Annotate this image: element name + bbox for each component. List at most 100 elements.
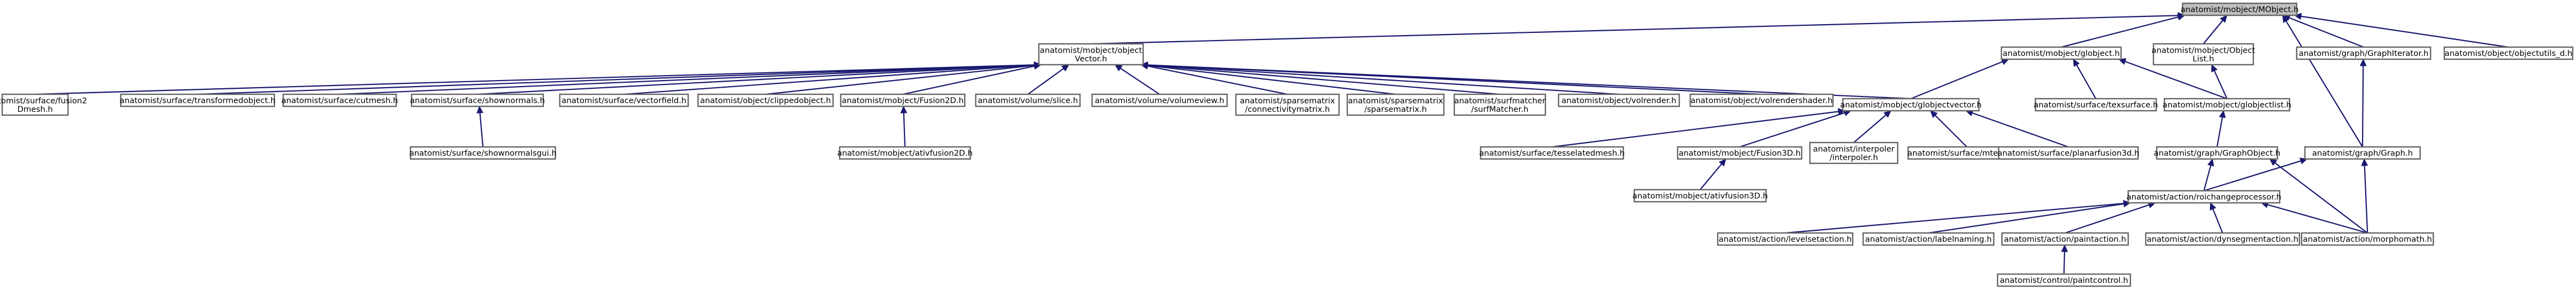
node-clippedobject[interactable]: anatomist/object/clippedobject.h	[697, 93, 834, 107]
node-vectorfield[interactable]: anatomist/surface/vectorfield.h	[559, 93, 689, 107]
node-globjectlist[interactable]: anatomist/mobject/globjectlist.h	[2163, 98, 2292, 112]
arrowhead-graphobject-to-globjectlist	[2219, 110, 2226, 118]
node-box-graph[interactable]	[2304, 146, 2421, 160]
node-volrendershader[interactable]: anatomist/object/volrendershader.h	[1689, 93, 1834, 107]
node-box-morphomath[interactable]	[2301, 232, 2434, 246]
node-objectutils_d[interactable]: anatomist/object/objectutils_d.h	[2443, 46, 2574, 60]
node-box-paintaction[interactable]	[2001, 232, 2129, 246]
node-volumeview[interactable]: anatomist/volume/volumeview.h	[1091, 93, 1228, 107]
node-label-sparsematrix-line-0: anatomist/sparsematrix	[1348, 96, 1443, 105]
node-cutmesh[interactable]: anatomist/surface/cutmesh.h	[282, 93, 398, 107]
node-slice[interactable]: anatomist/volume/slice.h	[975, 93, 1081, 107]
arrowhead-roichangeprocessor-to-graphobject	[2207, 158, 2214, 167]
edge-morphomath-to-roichangeprocessor	[2267, 204, 2368, 234]
arrowhead-objectlist-to-mobject	[2220, 15, 2228, 23]
node-box-paintcontrol[interactable]	[1996, 273, 2131, 287]
node-box-labelnaming[interactable]	[1862, 232, 1995, 246]
node-mobject[interactable]: anatomist/mobject/MObject.h	[2180, 2, 2299, 16]
node-box-globject[interactable]	[2000, 46, 2122, 60]
node-graphobject[interactable]: anatomist/graph/GraphObject.h	[2154, 146, 2281, 160]
node-box-fusion3d[interactable]	[1677, 146, 1803, 160]
node-box-volrendershader[interactable]	[1689, 93, 1834, 107]
node-box-connectivitymatrix[interactable]	[1235, 93, 1340, 116]
edge-shownormals-to-objectvector	[477, 64, 1035, 95]
node-box-volrender[interactable]	[1557, 93, 1680, 107]
node-box-interpolator[interactable]	[1809, 141, 1899, 164]
node-paintaction[interactable]: anatomist/action/paintaction.h	[2001, 232, 2129, 246]
node-ativfusion3d[interactable]: anatomist/mobject/ativfusion3D.h	[1633, 189, 1768, 203]
node-box-sparsematrix[interactable]	[1346, 93, 1445, 116]
node-label-sparsematrix-line-1: /sparsematrix.h	[1364, 105, 1427, 114]
node-graphiterator[interactable]: anatomist/graph/GraphIterator.h	[2296, 46, 2432, 60]
node-sparsematrix[interactable]: anatomist/sparsematrix/sparsematrix.h	[1346, 93, 1445, 116]
node-levelsetaction[interactable]: anatomist/action/levelsetaction.h	[1717, 232, 1854, 246]
node-box-objectvector[interactable]	[1038, 43, 1144, 66]
node-box-objectlist[interactable]	[2152, 43, 2254, 66]
node-label-labelnaming-line-0: anatomist/action/labelnaming.h	[1865, 235, 1992, 244]
node-box-dynsegmentaction[interactable]	[2145, 232, 2301, 246]
node-box-graphobject[interactable]	[2156, 146, 2279, 160]
node-box-clippedobject[interactable]	[697, 93, 834, 107]
node-box-graphiterator[interactable]	[2296, 46, 2432, 60]
node-label-globjectlist-line-0: anatomist/mobject/globjectlist.h	[2163, 101, 2292, 110]
node-box-surfmatcher[interactable]	[1453, 93, 1546, 116]
node-label-graph-line-0: anatomist/graph/Graph.h	[2312, 149, 2412, 158]
node-box-cutmesh[interactable]	[282, 93, 397, 107]
node-transformedobject[interactable]: anatomist/surface/transformedobject.h	[120, 93, 275, 107]
node-shownormalsgui[interactable]: anatomist/surface/shownormalsgui.h	[409, 146, 556, 160]
node-ativfusion2d[interactable]: anatomist/mobject/ativfusion2D.h	[837, 146, 973, 160]
node-roichangeprocessor[interactable]: anatomist/action/roichangeprocessor.h	[2127, 190, 2281, 204]
arrowhead-globjectlist-to-globject	[2118, 58, 2127, 65]
node-box-ativfusion2d[interactable]	[839, 146, 971, 160]
node-box-slice[interactable]	[975, 93, 1081, 107]
node-box-fusion2dmesh[interactable]	[1, 93, 69, 116]
node-label-shownormalsgui-line-0: anatomist/surface/shownormalsgui.h	[409, 149, 556, 158]
node-dynsegmentaction[interactable]: anatomist/action/dynsegmentaction.h	[2145, 232, 2301, 246]
node-box-vectorfield[interactable]	[559, 93, 689, 107]
node-fusion3d[interactable]: anatomist/mobject/Fusion3D.h	[1677, 146, 1803, 160]
node-box-globjectlist[interactable]	[2163, 98, 2291, 112]
node-box-planarfusion3d[interactable]	[1998, 146, 2139, 160]
node-fusion2d[interactable]: anatomist/mobject/Fusion2D.h	[840, 93, 966, 107]
node-interpolator[interactable]: anatomist/interpoler/interpoler.h	[1809, 141, 1899, 164]
node-connectivitymatrix[interactable]: anatomist/sparsematrix/connectivitymatri…	[1235, 93, 1340, 116]
edge-mtexture-to-globjectvector	[1934, 115, 1967, 147]
node-box-roichangeprocessor[interactable]	[2127, 190, 2281, 204]
node-box-volumeview[interactable]	[1091, 93, 1228, 107]
node-mtexture[interactable]: anatomist/surface/mtexture.h	[1908, 146, 2027, 160]
node-label-globject-line-0: anatomist/mobject/globject.h	[2003, 49, 2119, 58]
node-planarfusion3d[interactable]: anatomist/surface/planarfusion3d.h	[1998, 146, 2140, 160]
node-morphomath[interactable]: anatomist/action/morphomath.h	[2301, 232, 2434, 246]
node-label-graphobject-line-0: anatomist/graph/GraphObject.h	[2154, 149, 2281, 158]
node-texsurface[interactable]: anatomist/surface/texsurface.h	[2034, 98, 2158, 112]
edge-globject-to-mobject	[2061, 16, 2179, 48]
node-labelnaming[interactable]: anatomist/action/labelnaming.h	[1862, 232, 1995, 246]
node-box-globjectvector[interactable]	[1842, 98, 1980, 112]
node-paintcontrol[interactable]: anatomist/control/paintcontrol.h	[1996, 273, 2131, 287]
node-box-shownormalsgui[interactable]	[409, 146, 556, 160]
arrowhead-mtexture-to-globjectvector	[1930, 110, 1938, 118]
node-box-ativfusion3d[interactable]	[1633, 189, 1767, 203]
node-volrender[interactable]: anatomist/object/volrender.h	[1557, 93, 1680, 107]
node-globjectvector[interactable]: anatomist/mobject/globjectvector.h	[1840, 98, 1982, 112]
node-globject[interactable]: anatomist/mobject/globject.h	[2000, 46, 2122, 60]
node-graph[interactable]: anatomist/graph/Graph.h	[2304, 146, 2421, 160]
node-box-levelsetaction[interactable]	[1717, 232, 1854, 246]
node-box-tesselatedmesh[interactable]	[1480, 146, 1624, 160]
edge-planarfusion3d-to-globjectvector	[1972, 112, 2069, 148]
node-box-shownormals[interactable]	[410, 93, 544, 107]
node-box-mobject[interactable]	[2181, 2, 2298, 16]
node-shownormals[interactable]: anatomist/surface/shownormals.h	[410, 93, 545, 107]
node-surfmatcher[interactable]: anatomist/surfmatcher/surfMatcher.h	[1453, 93, 1546, 116]
node-tesselatedmesh[interactable]: anatomist/surface/tesselatedmesh.h	[1479, 146, 1625, 160]
node-label-transformedobject-line-0: anatomist/surface/transformedobject.h	[120, 96, 275, 105]
node-box-fusion2d[interactable]	[840, 93, 966, 107]
node-box-objectutils_d[interactable]	[2443, 46, 2574, 60]
node-box-texsurface[interactable]	[2034, 98, 2157, 112]
node-label-ativfusion3d-line-0: anatomist/mobject/ativfusion3D.h	[1633, 192, 1768, 201]
node-box-transformedobject[interactable]	[120, 93, 275, 107]
edge-tesselatedmesh-to-globjectvector	[1551, 111, 1839, 148]
